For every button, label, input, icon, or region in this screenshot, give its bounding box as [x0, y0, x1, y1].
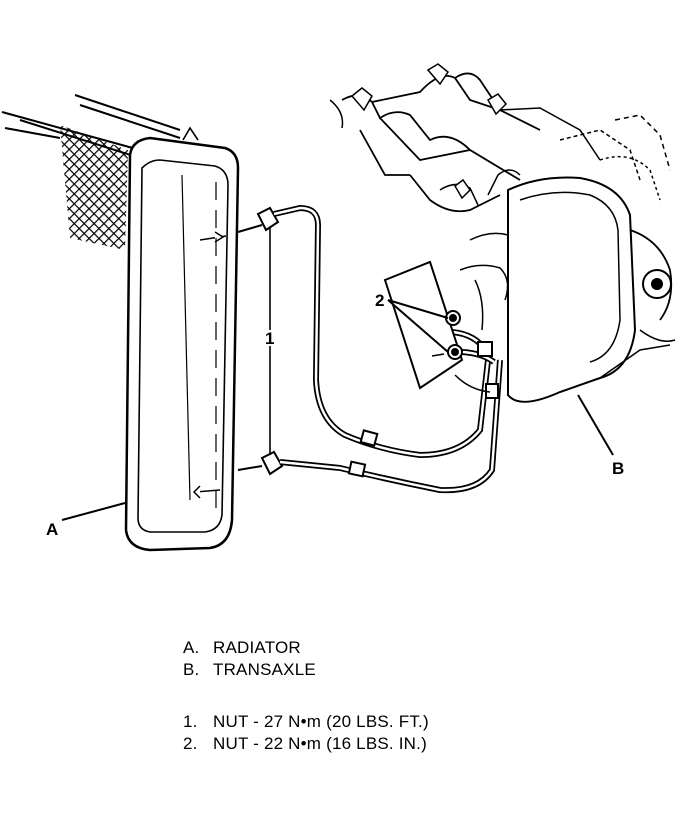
- cooler-lines: [273, 204, 503, 494]
- line-bracket: [383, 260, 464, 390]
- callout-1: 1: [265, 329, 274, 348]
- legend-item: A. RADIATOR: [183, 637, 316, 659]
- legend-key: B.: [183, 660, 200, 679]
- legend-text: NUT - 22 N•m (16 LBS. IN.): [213, 734, 427, 753]
- callout-b: B: [612, 459, 624, 478]
- legend-text: TRANSAXLE: [213, 660, 316, 679]
- legend-torques: 1. NUT - 27 N•m (20 LBS. FT.) 2. NUT - 22 …: [183, 711, 429, 755]
- legend-key: A.: [183, 638, 200, 657]
- transaxle: [329, 63, 676, 403]
- legend-key: 2.: [183, 734, 198, 753]
- legend-key: 1.: [183, 712, 198, 731]
- legend-parts: A. RADIATOR B. TRANSAXLE: [183, 637, 316, 681]
- radiator-tank: [124, 126, 240, 552]
- callout-a: A: [46, 520, 58, 539]
- callout-2: 2: [375, 291, 384, 310]
- leader-lines: [61, 228, 614, 521]
- legend-item: 2. NUT - 22 N•m (16 LBS. IN.): [183, 733, 429, 755]
- legend-item: B. TRANSAXLE: [183, 659, 316, 681]
- radiator-fittings: [237, 206, 284, 476]
- legend-text: RADIATOR: [213, 638, 301, 657]
- radiator-core: [1, 94, 181, 250]
- legend-item: 1. NUT - 27 N•m (20 LBS. FT.): [183, 711, 429, 733]
- legend-text: NUT - 27 N•m (20 LBS. FT.): [213, 712, 429, 731]
